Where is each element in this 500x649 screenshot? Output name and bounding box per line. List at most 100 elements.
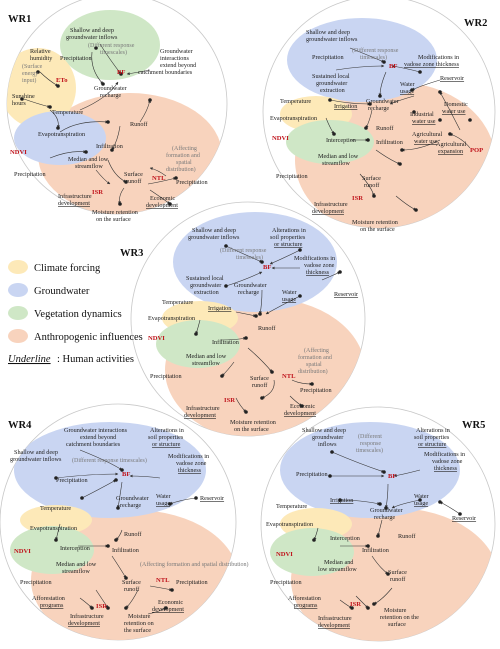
note-different-response: (Different response [88,42,135,49]
note-affecting: (Affecting [304,347,329,354]
label-agricultural-expansion-2: expansion [438,148,463,155]
climate-region [7,48,76,128]
label-modifications: Modifications in [168,453,209,460]
label-water-usage-2: usage [156,500,170,507]
label-moisture-retention-2: on the surface [360,226,395,233]
label-median-low-streamflow: Median and low [56,561,97,568]
label-alterations-3: or structure [152,441,181,448]
groundwater-region [287,18,437,102]
label-median-low-streamflow: Median and low [68,156,109,163]
label-moisture-retention-2: on the surface [234,426,269,433]
variable-nodes [194,244,342,414]
panel-wr4: WR4 Groundwat [0,403,249,641]
label-infrastructure: Infrastructure [70,613,104,620]
legend-swatch-anthropogenic [8,329,28,343]
label-sustained-extraction-3: extraction [194,289,219,296]
label-precipitation-right: Precipitation [176,179,208,186]
panel-title: WR1 [8,14,31,25]
label-gw-recharge-2: recharge [238,289,259,296]
vegetation-region [60,10,160,80]
legend-label-groundwater: Groundwater [34,286,90,297]
label-temperature: Temperature [280,98,311,105]
variable-nodes [20,46,178,206]
code-isr: ISR [96,603,107,610]
groundwater-region [173,212,337,312]
label-economic-2: development [152,606,184,613]
note-affecting-2: formation and [166,152,200,159]
legend-label-vegetation: Vegetation dynamics [34,309,122,320]
label-afforestation-2: programs [294,602,318,609]
label-temperature: Temperature [40,505,71,512]
label-gw-recharge: Groundwater [116,495,149,502]
label-irrigation: Irrigation [330,497,353,504]
label-reservoir: Reservoir [452,515,476,522]
code-pop: POP [470,147,483,154]
code-ndvi: NDVI [276,551,293,558]
label-infiltration: Infiltration [96,143,123,150]
panel-wr2: WR2 [262,0,496,233]
legend-item-anthropogenic: Anthropogenic influences [8,329,143,343]
vegetation-region [270,528,354,576]
legend-label-climate: Climate forcing [34,263,101,274]
label-irrigation: Irrigation [334,103,357,110]
label-infrastructure-2: development [58,200,90,207]
label-alterations-3: or structure [274,241,303,248]
label-economic-2: development [146,202,178,209]
note-affecting-3: spatial [176,160,192,166]
code-eto: ETo [56,77,68,84]
label-surface-runoff-2: runoff [390,576,406,583]
label-water-usage-2: usage [414,500,428,507]
label-infrastructure: Infrastructure [58,193,92,200]
label-water-usage: Water [400,81,415,88]
label-sustained-extraction: Sustained local [312,73,350,80]
label-median-low-streamflow-2: streamflow [62,568,90,575]
label-alterations-2: soil properties [270,234,306,241]
label-runoff: Runoff [258,325,276,332]
label-surface-runoff: Surface [388,569,407,576]
code-bf: BF [117,69,125,76]
label-infrastructure-2: development [318,622,350,629]
label-moisture: Moisture [128,613,151,620]
note-affecting: (Affecting [172,145,197,152]
label-domestic-water: Domestic [444,101,468,108]
label-water-usage: Water [414,493,429,500]
note-different-response: (Different response [352,47,399,54]
label-gw-interactions: Groundwater [160,48,193,55]
code-bf: BF [388,473,396,480]
label-temperature: Temperature [162,299,193,306]
legend-item-groundwater: Groundwater [8,283,90,297]
code-ntl: NTL [152,175,166,182]
label-gw-interactions-2: interactions [160,55,189,62]
label-gw-interactions-3: extend beyond [160,62,197,69]
panel-title: WR5 [462,420,485,431]
code-isr: ISR [92,189,103,196]
note-surface-energy: (Surface [22,63,43,70]
label-infiltration: Infiltration [362,547,389,554]
causal-arrows [325,47,471,211]
label-moisture-retention: Moisture retention [230,419,276,426]
label-reservoir: Reservoir [200,495,224,502]
label-temperature: Temperature [52,109,83,116]
label-modifications-3: thickness [306,269,330,276]
note-surface-energy-2: energy [22,71,38,77]
groundwater-region [14,422,206,518]
label-water-usage: Water [282,289,297,296]
label-agricultural-expansion: Agricultural [436,141,467,148]
label-median-low-streamflow-2: streamflow [75,163,103,170]
label-gw-recharge: Groundwater [366,98,399,105]
label-gw-recharge-2: recharge [368,105,389,112]
label-agricultural-water: Agricultural [412,131,443,138]
label-alterations-2: soil properties [148,434,184,441]
label-shallow-inflows-2: groundwater [312,434,343,441]
label-gw-interactions: Groundwater interactions [64,427,128,434]
label-infrastructure-2: development [312,208,344,215]
label-sunshine-hours: Sunshine [12,93,35,100]
label-infrastructure-2: development [184,412,216,419]
label-agricultural-water-2: water use [414,138,438,145]
label-precipitation-low: Precipitation [20,579,52,586]
label-gw-recharge: Groundwater [234,282,267,289]
note-affecting-2: formation and [298,354,332,361]
vegetation-region [156,320,240,368]
label-modifications-2: vadose zone [432,458,463,465]
